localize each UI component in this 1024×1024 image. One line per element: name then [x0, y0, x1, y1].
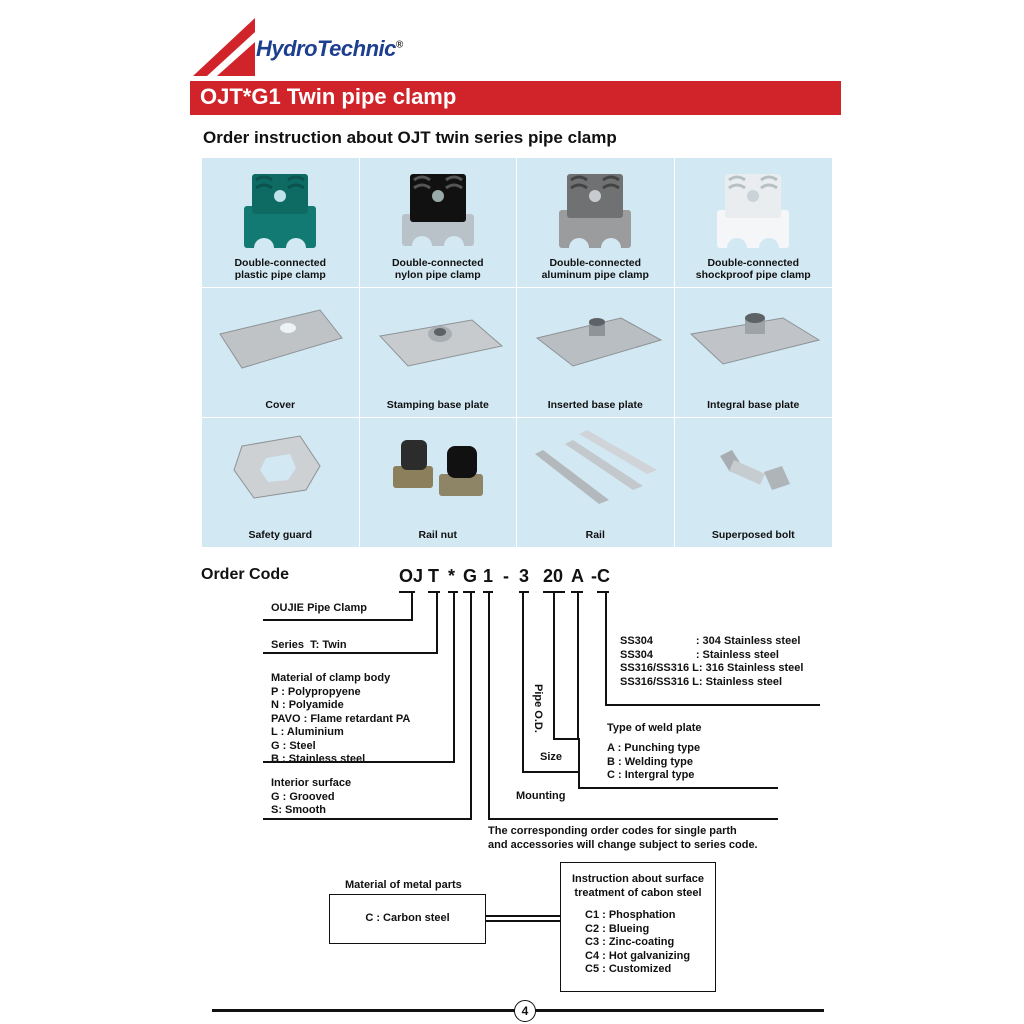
code-g: G — [463, 566, 478, 586]
code-dash: - — [503, 566, 509, 586]
product-cell-inserted-base: Inserted base plate — [517, 288, 675, 418]
page-number: 4 — [514, 1000, 536, 1022]
interior-surface-list: Interior surface G : Grooved S: Smooth — [271, 777, 352, 816]
product-label: Integral base plate — [707, 399, 800, 411]
size-label: Size — [540, 751, 563, 763]
product-label: nylon pipe clamp — [394, 269, 481, 281]
oujie-label: OUJIE Pipe Clamp — [271, 602, 367, 614]
rail-nut-icon — [392, 440, 483, 496]
series-label: Series T: Twin — [271, 639, 347, 651]
product-label: shockproof pipe clamp — [695, 269, 811, 281]
integral-base-plate-icon — [690, 313, 821, 365]
order-code-label: Order Code — [201, 566, 290, 583]
cover-plate-icon — [219, 309, 344, 369]
code-a: A — [571, 566, 584, 586]
stamping-base-plate-icon — [378, 319, 503, 367]
superposed-bolt-icon — [720, 450, 791, 490]
product-label: aluminum pipe clamp — [541, 269, 649, 281]
brand-logo: HydroTechnic® — [256, 36, 403, 62]
weld-plate-list: A : Punching type B : Welding type C : I… — [607, 742, 701, 781]
brand-reg: ® — [395, 39, 403, 51]
product-label: Superposed bolt — [711, 529, 795, 541]
product-cell-safety-guard: Safety guard — [202, 418, 360, 548]
material-body-list: Material of clamp body P : Polypropyene … — [271, 672, 411, 765]
code-20: 20 — [543, 566, 564, 586]
product-label: plastic pipe clamp — [234, 269, 326, 281]
rail-icon — [535, 430, 658, 504]
title-bar — [190, 81, 841, 115]
product-label: Double-connected — [234, 257, 327, 269]
logo-mark-icon — [193, 18, 255, 76]
code-1: 1 — [483, 566, 494, 586]
metal-parts-box: C : Carbon steel — [329, 894, 486, 944]
weld-plate-title: Type of weld plate — [607, 722, 702, 734]
product-label: Rail — [585, 529, 605, 541]
inserted-base-plate-icon — [536, 317, 663, 367]
product-cell-stamping-base: Stamping base plate — [359, 288, 517, 418]
code-3: 3 — [519, 566, 530, 586]
mounting-label: Mounting — [516, 790, 566, 802]
code-c: -C — [591, 566, 610, 586]
nylon-clamp-icon — [401, 174, 474, 246]
product-label: Double-connected — [549, 257, 642, 269]
surface-treatment-list: C1 : Phosphation C2 : Blueing C3 : Zinc-… — [585, 909, 691, 975]
product-cell-rail: Rail — [517, 418, 675, 548]
product-label: Rail nut — [418, 529, 458, 541]
product-label: Safety guard — [248, 529, 313, 541]
product-cell-integral-base: Integral base plate — [674, 288, 832, 418]
metal-parts-value: C : Carbon steel — [365, 912, 450, 924]
product-cell-rail-nut: Rail nut — [359, 418, 517, 548]
brand-name: HydroTechnic — [256, 36, 396, 61]
code-star: * — [448, 566, 456, 586]
surface-treatment-box: Instruction about surface treatment of c… — [560, 862, 716, 992]
plastic-clamp-icon — [244, 174, 317, 248]
code-t: T — [428, 566, 439, 586]
pipe-od-label: Pipe O.D. — [532, 684, 544, 733]
shockproof-clamp-icon — [717, 174, 790, 248]
product-label: Inserted base plate — [547, 399, 643, 411]
safety-guard-icon — [233, 435, 321, 499]
page-subtitle: Order instruction about OJT twin series … — [203, 128, 617, 147]
metal-parts-title: Material of metal parts — [345, 879, 462, 891]
product-label: Double-connected — [707, 257, 800, 269]
product-label: Cover — [265, 399, 296, 411]
product-label: Stamping base plate — [386, 399, 489, 411]
note-text: The corresponding order codes for single… — [488, 825, 758, 851]
product-cell-cover: Cover — [202, 288, 360, 418]
product-label: Double-connected — [391, 257, 484, 269]
page-title: OJT*G1 Twin pipe clamp — [200, 84, 457, 109]
stainless-steel-list: SS304 : 304 Stainless steel SS304 : Stai… — [620, 635, 804, 688]
surface-treatment-title: Instruction about surface treatment of c… — [571, 873, 705, 899]
product-cell-superposed-bolt: Superposed bolt — [674, 418, 832, 548]
code-oj: OJ — [399, 566, 424, 586]
aluminum-clamp-icon — [559, 174, 632, 248]
